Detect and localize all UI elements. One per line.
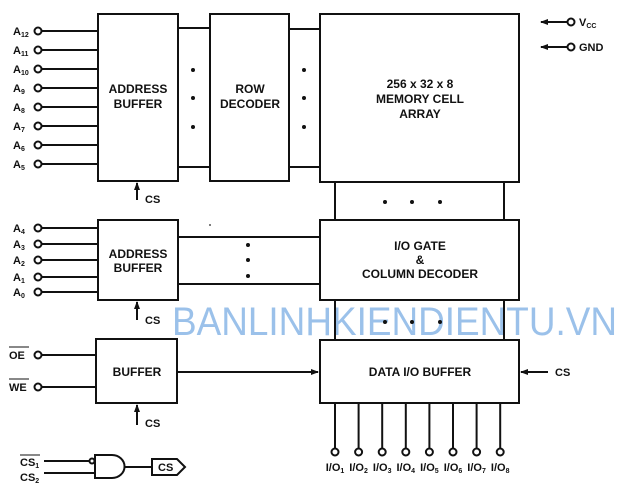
cs-label-right: CS bbox=[555, 367, 570, 379]
gnd-pin bbox=[566, 42, 576, 52]
address-pin-label: A7 bbox=[13, 121, 25, 134]
cs1-label: CS1 bbox=[20, 457, 39, 470]
address-pin-label: A10 bbox=[13, 64, 29, 77]
address-buffer-top-label-2: BUFFER bbox=[114, 97, 163, 111]
address-buffer-top bbox=[97, 13, 179, 182]
chip-select-logic: CS1 CS2 CS bbox=[20, 454, 187, 485]
watermark-text: BANLINHKIENDIENTU.VN bbox=[172, 300, 617, 344]
io-gate-label-3: COLUMN DECODER bbox=[362, 267, 478, 281]
cs2-label: CS2 bbox=[20, 472, 39, 485]
io-pin-label: I/O1 bbox=[326, 462, 345, 475]
io-pin bbox=[330, 447, 340, 457]
address-pin bbox=[33, 140, 43, 150]
control-buffer bbox=[95, 338, 178, 404]
io-pin-label: I/O2 bbox=[349, 462, 368, 475]
io-pin bbox=[495, 447, 505, 457]
address-pin-label: A9 bbox=[13, 83, 25, 96]
address-pin-label: A12 bbox=[13, 26, 29, 39]
address-buffer-low-label-1: ADDRESS bbox=[109, 247, 168, 261]
address-pin bbox=[33, 83, 43, 93]
column-bus-lines bbox=[334, 182, 505, 340]
address-pin-label: A3 bbox=[13, 239, 25, 252]
address-pin bbox=[33, 26, 43, 36]
io-pin-label: I/O8 bbox=[491, 462, 510, 475]
control-buffer-label: BUFFER bbox=[113, 365, 162, 379]
cs-output-label: CS bbox=[158, 462, 173, 474]
address-pin-label: A6 bbox=[13, 140, 25, 153]
address-pin bbox=[33, 272, 43, 282]
column-address-lines bbox=[178, 224, 320, 285]
address-pin bbox=[33, 121, 43, 131]
and-gate-icon bbox=[94, 454, 126, 479]
address-pin-label: A2 bbox=[13, 255, 25, 268]
io-pin bbox=[424, 447, 434, 457]
address-pin bbox=[33, 102, 43, 112]
gnd-label: GND bbox=[579, 42, 604, 54]
power-pins: VCC GND bbox=[540, 17, 604, 54]
io-pin bbox=[448, 447, 458, 457]
address-pin-label: A0 bbox=[13, 287, 25, 300]
address-buffer-low-label-2: BUFFER bbox=[114, 261, 163, 275]
control-pin bbox=[33, 382, 43, 392]
memory-array-label-1: 256 x 32 x 8 bbox=[387, 77, 454, 91]
address-pin-label: A4 bbox=[13, 223, 25, 236]
io-pin-label: I/O7 bbox=[467, 462, 486, 475]
io-pin-label: I/O6 bbox=[444, 462, 463, 475]
io-gate-label-2: & bbox=[416, 253, 425, 267]
row-bus-lines bbox=[178, 27, 320, 168]
memory-cell-array bbox=[319, 13, 520, 183]
cs-output-tag bbox=[151, 458, 187, 476]
data-io-buffer bbox=[319, 339, 520, 404]
io-gate-column-decoder bbox=[319, 219, 520, 301]
address-buffer-top-label-1: ADDRESS bbox=[109, 82, 168, 96]
vcc-pin bbox=[566, 17, 576, 27]
row-decoder-label-2: DECODER bbox=[220, 97, 280, 111]
data-io-buffer-label: DATA I/O BUFFER bbox=[369, 365, 472, 379]
row-decoder bbox=[209, 13, 290, 182]
row-decoder-label-1: ROW bbox=[235, 82, 265, 96]
io-pin bbox=[472, 447, 482, 457]
io-gate-label-1: I/O GATE bbox=[394, 239, 446, 253]
address-pin bbox=[33, 287, 43, 297]
address-pin-label: A8 bbox=[13, 102, 25, 115]
control-pin-label: WE bbox=[9, 382, 27, 394]
memory-array-label-3: ARRAY bbox=[399, 107, 441, 121]
address-pin-label: A5 bbox=[13, 159, 25, 172]
address-pin bbox=[33, 45, 43, 55]
address-pin-label: A1 bbox=[13, 272, 25, 285]
io-pin bbox=[401, 447, 411, 457]
io-pin bbox=[354, 447, 364, 457]
io-pin-label: I/O4 bbox=[397, 462, 416, 475]
control-pin-label: OE bbox=[9, 350, 25, 362]
address-pin bbox=[33, 64, 43, 74]
cs-label-mid: CS bbox=[145, 315, 160, 327]
address-pin bbox=[33, 223, 43, 233]
io-pin bbox=[377, 447, 387, 457]
address-pin bbox=[33, 159, 43, 169]
control-pin bbox=[33, 350, 43, 360]
cs-label-bottom: CS bbox=[145, 418, 160, 430]
io-pin-label: I/O3 bbox=[373, 462, 392, 475]
address-pin bbox=[33, 255, 43, 265]
address-buffer-low bbox=[97, 219, 179, 301]
vcc-label: VCC bbox=[579, 17, 596, 30]
io-pin-label: I/O5 bbox=[420, 462, 439, 475]
memory-array-label-2: MEMORY CELL bbox=[376, 92, 464, 106]
address-pin bbox=[33, 239, 43, 249]
cs-label-top: CS bbox=[145, 194, 160, 206]
address-pin-label: A11 bbox=[13, 45, 28, 58]
